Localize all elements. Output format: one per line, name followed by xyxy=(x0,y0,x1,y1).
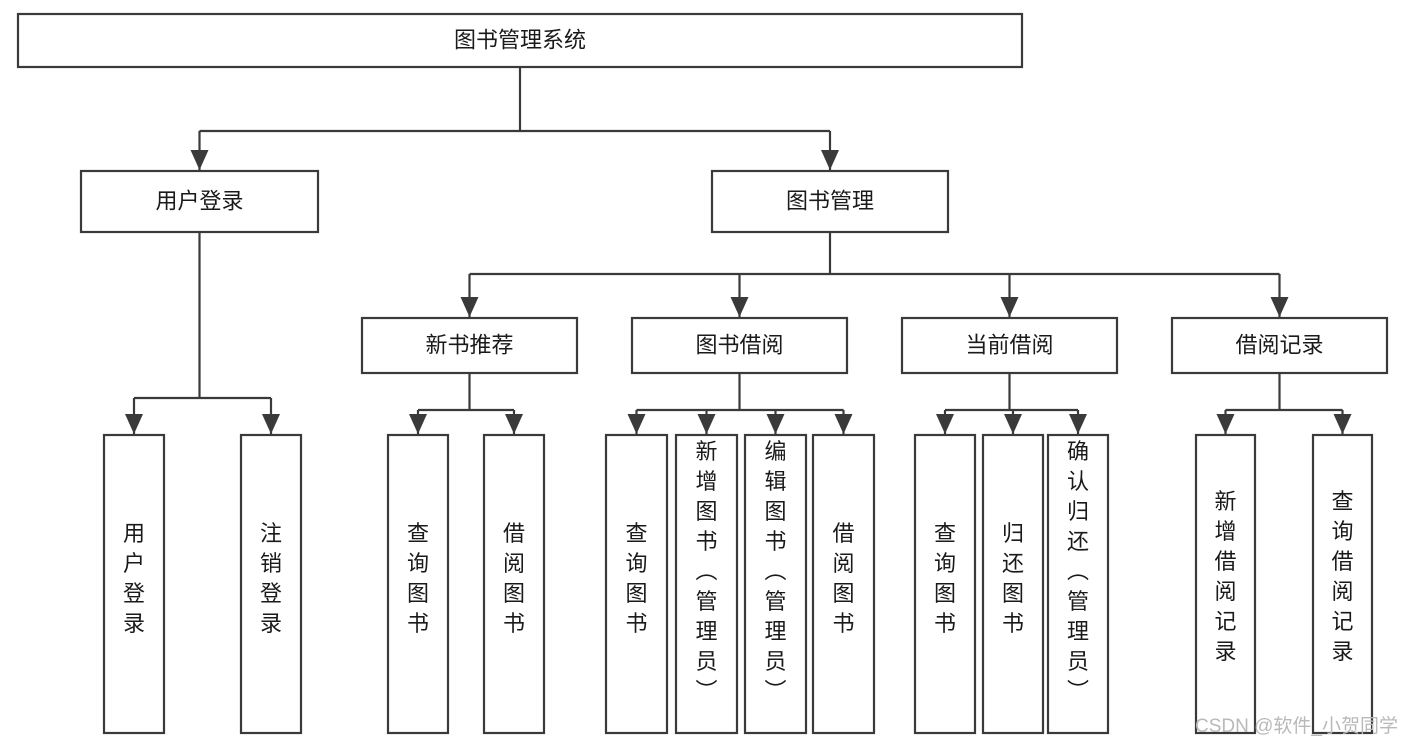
arrowhead-leaf-query-book-1 xyxy=(409,414,427,434)
node-label-book-borrow: 图书借阅 xyxy=(695,332,783,357)
node-label-current-borrow: 当前借阅 xyxy=(965,332,1053,357)
node-box-leaf-query-book-3 xyxy=(913,433,977,735)
node-leaf-return-book[interactable]: 归还图书 xyxy=(981,433,1045,735)
arrowhead-leaf-return-book xyxy=(1004,414,1022,434)
node-label-leaf-add-book-admin: 新增图书（管理员） xyxy=(695,439,717,704)
node-leaf-edit-book-admin[interactable]: 编辑图书（管理员） xyxy=(743,433,808,735)
node-leaf-borrow-book-1[interactable]: 借阅图书 xyxy=(482,433,546,735)
node-label-leaf-query-book-3: 查询图书 xyxy=(934,521,956,636)
node-label-leaf-query-book-1: 查询图书 xyxy=(407,521,429,636)
arrowhead-leaf-user-login xyxy=(125,414,143,434)
arrowhead-leaf-query-borrow-record xyxy=(1333,414,1352,434)
node-leaf-add-borrow-record[interactable]: 新增借阅记录 xyxy=(1194,433,1257,735)
node-leaf-confirm-return-admin[interactable]: 确认归还（管理员） xyxy=(1046,433,1110,735)
arrowhead-user-login xyxy=(190,150,209,170)
node-leaf-query-book-2[interactable]: 查询图书 xyxy=(604,433,669,735)
csdn-watermark: CSDN @软件_小贺同学 xyxy=(1195,715,1398,737)
arrowhead-leaf-add-book-admin xyxy=(697,414,716,434)
node-label-leaf-user-login: 用户登录 xyxy=(123,521,145,636)
node-root[interactable]: 图书管理系统 xyxy=(16,12,1024,69)
node-label-leaf-confirm-return-admin: 确认归还（管理员） xyxy=(1067,439,1089,704)
node-label-leaf-add-borrow-record: 新增借阅记录 xyxy=(1214,489,1236,664)
node-label-leaf-borrow-book-1: 借阅图书 xyxy=(503,521,525,636)
node-box-new-book-recommend xyxy=(360,316,579,375)
arrowhead-new-book-recommend xyxy=(460,297,479,317)
node-box-leaf-add-borrow-record xyxy=(1194,433,1257,735)
node-book-management[interactable]: 图书管理 xyxy=(710,169,950,234)
node-label-leaf-return-book: 归还图书 xyxy=(1002,521,1024,636)
arrowhead-leaf-borrow-book-1 xyxy=(505,414,523,434)
node-leaf-query-borrow-record[interactable]: 查询借阅记录 xyxy=(1311,433,1374,735)
node-box-leaf-confirm-return-admin xyxy=(1046,433,1110,735)
node-box-root xyxy=(16,12,1024,69)
node-borrow-record[interactable]: 借阅记录 xyxy=(1170,316,1389,375)
node-box-book-borrow xyxy=(630,316,849,375)
node-box-leaf-user-login xyxy=(102,433,166,735)
node-box-leaf-edit-book-admin xyxy=(743,433,808,735)
node-box-leaf-borrow-book-2 xyxy=(811,433,876,735)
arrowhead-leaf-confirm-return-admin xyxy=(1069,414,1087,434)
node-label-new-book-recommend: 新书推荐 xyxy=(425,332,513,357)
arrowhead-leaf-query-book-2 xyxy=(627,414,646,434)
node-box-borrow-record xyxy=(1170,316,1389,375)
node-label-user-login: 用户登录 xyxy=(155,188,243,213)
node-box-current-borrow xyxy=(900,316,1119,375)
node-boxes-group: 图书管理系统用户登录图书管理新书推荐图书借阅当前借阅借阅记录用户登录注销登录查询… xyxy=(16,12,1389,735)
node-box-leaf-query-book-2 xyxy=(604,433,669,735)
node-new-book-recommend[interactable]: 新书推荐 xyxy=(360,316,579,375)
arrowhead-book-management xyxy=(821,150,839,170)
node-label-leaf-query-borrow-record: 查询借阅记录 xyxy=(1331,489,1353,664)
node-leaf-borrow-book-2[interactable]: 借阅图书 xyxy=(811,433,876,735)
node-box-leaf-query-borrow-record xyxy=(1311,433,1374,735)
arrowhead-current-borrow xyxy=(1000,297,1019,317)
node-label-leaf-logout-login: 注销登录 xyxy=(260,521,282,636)
node-box-leaf-logout-login xyxy=(239,433,303,735)
node-leaf-query-book-1[interactable]: 查询图书 xyxy=(386,433,450,735)
node-box-leaf-return-book xyxy=(981,433,1045,735)
node-box-user-login xyxy=(79,169,320,234)
arrowhead-leaf-edit-book-admin xyxy=(766,414,785,434)
node-box-leaf-add-book-admin xyxy=(674,433,739,735)
node-box-leaf-query-book-1 xyxy=(386,433,450,735)
node-user-login[interactable]: 用户登录 xyxy=(79,169,320,234)
node-label-leaf-edit-book-admin: 编辑图书（管理员） xyxy=(764,439,786,704)
node-book-borrow[interactable]: 图书借阅 xyxy=(630,316,849,375)
arrowhead-leaf-query-book-3 xyxy=(936,414,954,434)
node-leaf-user-login[interactable]: 用户登录 xyxy=(102,433,166,735)
arrowhead-leaf-add-borrow-record xyxy=(1216,414,1235,434)
node-current-borrow[interactable]: 当前借阅 xyxy=(900,316,1119,375)
arrowhead-borrow-record xyxy=(1270,297,1289,317)
node-label-root: 图书管理系统 xyxy=(454,27,586,52)
node-label-borrow-record: 借阅记录 xyxy=(1235,332,1323,357)
connector-lines-group xyxy=(125,67,1352,434)
arrowhead-leaf-borrow-book-2 xyxy=(834,414,853,434)
node-box-leaf-borrow-book-1 xyxy=(482,433,546,735)
node-label-book-management: 图书管理 xyxy=(786,188,874,213)
node-leaf-add-book-admin[interactable]: 新增图书（管理员） xyxy=(674,433,739,735)
node-leaf-query-book-3[interactable]: 查询图书 xyxy=(913,433,977,735)
node-leaf-logout-login[interactable]: 注销登录 xyxy=(239,433,303,735)
arrowhead-book-borrow xyxy=(730,297,749,317)
arrowhead-leaf-logout-login xyxy=(262,414,280,434)
node-label-leaf-query-book-2: 查询图书 xyxy=(625,521,647,636)
node-box-book-management xyxy=(710,169,950,234)
node-label-leaf-borrow-book-2: 借阅图书 xyxy=(832,521,854,636)
